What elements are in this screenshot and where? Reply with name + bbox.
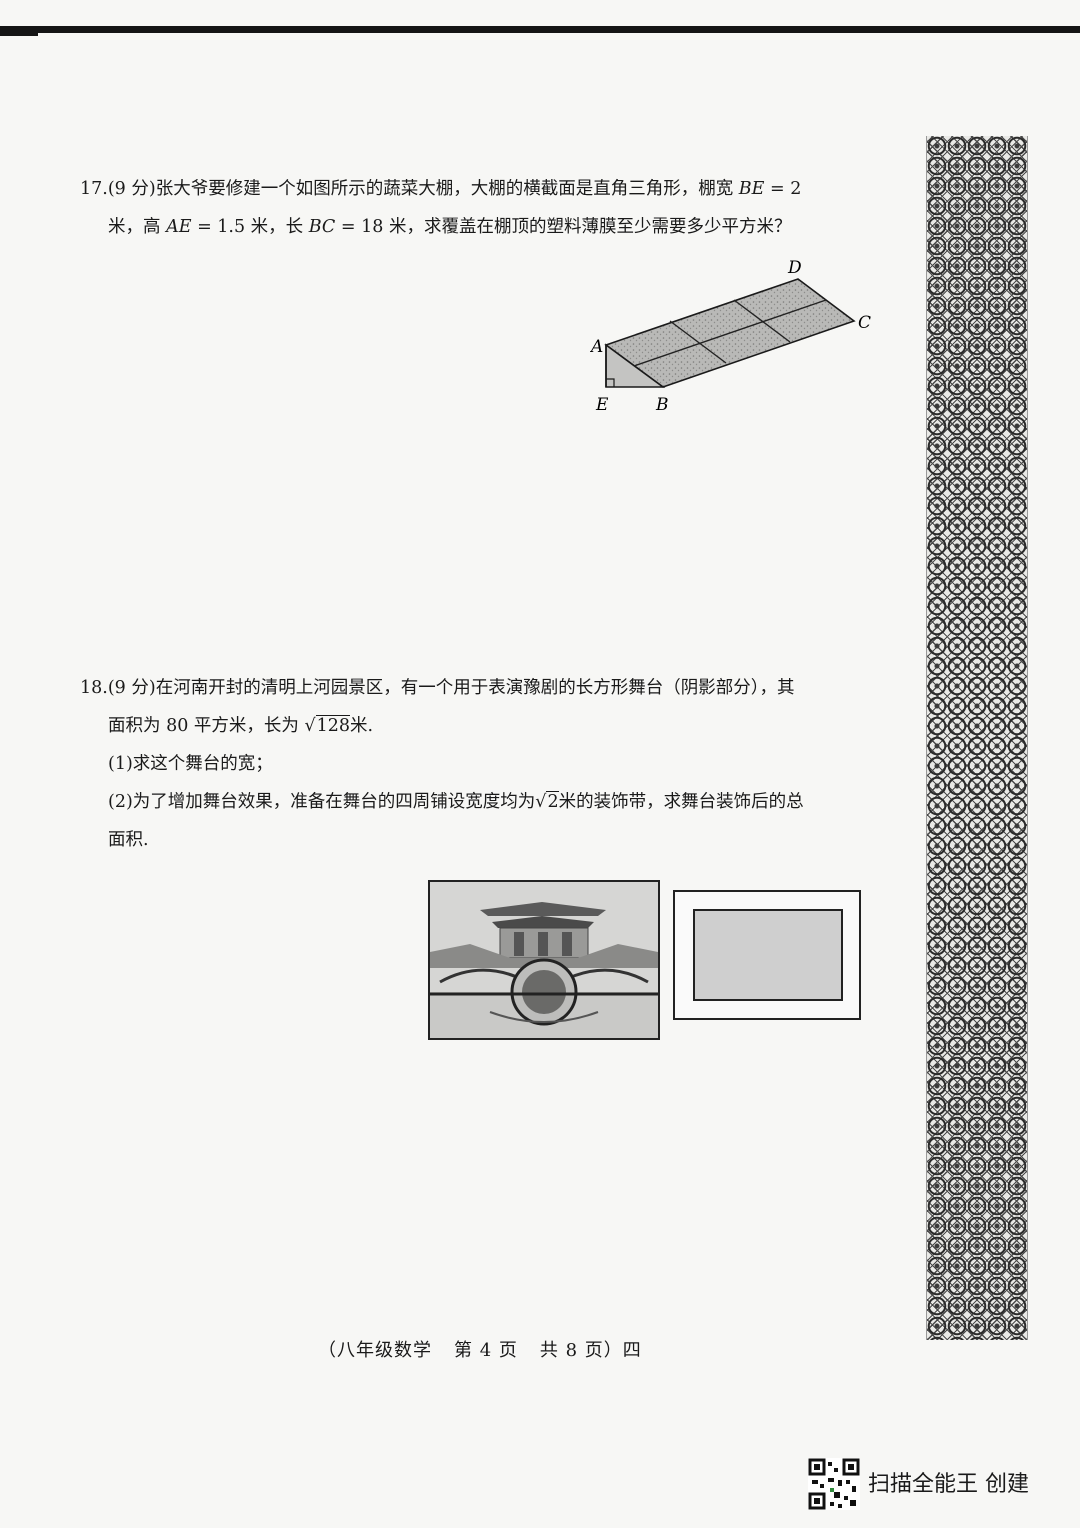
bridge-pavilion-illustration (430, 882, 658, 1038)
stage-shaded-area (693, 909, 843, 1001)
footer-total-pages: 共 8 页）四 (539, 1340, 642, 1361)
q18-part-2: (2)为了增加舞台效果，准备在舞台的四周铺设宽度均为√2米的装饰带，求舞台装饰后… (108, 791, 804, 812)
var-bc: BC (308, 217, 336, 237)
label-e: E (595, 395, 609, 415)
var-be: BE (738, 179, 765, 199)
sqrt-2: 2 (546, 791, 559, 812)
var-ae: AE (166, 217, 192, 237)
greenhouse-figure: D C A E B (590, 258, 871, 415)
q17-line-1: 17.(9 分)张大爷要修建一个如图所示的蔬菜大棚，大棚的横截面是直角三角形，棚… (80, 170, 801, 208)
q18-text: 在河南开封的清明上河园景区，有一个用于表演豫剧的长方形舞台（阴影部分），其 (155, 678, 795, 698)
top-border-tick (0, 33, 38, 36)
q18-text: 面积为 80 平方米，长为 (108, 716, 305, 736)
q18-line-2: 面积为 80 平方米，长为 √128米. (108, 715, 374, 736)
roof-divider (733, 299, 791, 343)
footer-subject: （八年级数学 (318, 1340, 432, 1361)
question-number: 18. (80, 678, 108, 698)
sqrt-128: 128 (315, 715, 351, 736)
label-c: C (858, 313, 871, 333)
stage-decoration-border (673, 890, 861, 1020)
q18-text: 米. (350, 716, 374, 736)
footer-page-number: 第 4 页 (454, 1340, 518, 1361)
question-score: (9 分) (107, 179, 156, 199)
q18-line-1: 18.(9 分)在河南开封的清明上河园景区，有一个用于表演豫剧的长方形舞台（阴影… (80, 669, 804, 707)
q17-text: = 18 米，求覆盖在棚顶的塑料薄膜至少需要多少平方米？ (335, 217, 792, 237)
q17-text: = 1.5 米，长 (191, 217, 309, 237)
q17-text: 张大爷要修建一个如图所示的蔬菜大棚，大棚的横截面是直角三角形，棚宽 (155, 179, 739, 199)
question-17: 17.(9 分)张大爷要修建一个如图所示的蔬菜大棚，大棚的横截面是直角三角形，棚… (80, 170, 801, 246)
page-footer: （八年级数学 第 4 页共 8 页）四 (318, 1336, 664, 1362)
decorative-side-border (926, 136, 1028, 1340)
q18-text: (2)为了增加舞台效果，准备在舞台的四周铺设宽度均为 (108, 792, 536, 812)
roof-divider (633, 299, 827, 367)
q18-part-1: (1)求这个舞台的宽； (108, 754, 273, 774)
label-a: A (590, 337, 603, 357)
q17-line-2: 米，高 AE = 1.5 米，长 BC = 18 米，求覆盖在棚顶的塑料薄膜至少… (80, 208, 801, 246)
scanner-watermark: 扫描全能王 创建 (868, 1472, 1029, 1497)
q18-text: 米的装饰带，求舞台装饰后的总 (558, 792, 804, 812)
question-score: (9 分) (107, 678, 156, 698)
label-b: B (655, 395, 669, 415)
question-number: 17. (80, 179, 108, 199)
qr-code-icon (808, 1458, 860, 1510)
question-18: 18.(9 分)在河南开封的清明上河园景区，有一个用于表演豫剧的长方形舞台（阴影… (80, 669, 804, 859)
q17-text: 米，高 (108, 217, 167, 237)
label-d: D (787, 258, 802, 278)
stage-photo (428, 880, 660, 1040)
top-border-bar (0, 26, 1080, 33)
q17-text: = 2 (764, 179, 802, 199)
roof-divider (669, 320, 727, 364)
q18-part-2-cont: 面积. (108, 830, 149, 850)
